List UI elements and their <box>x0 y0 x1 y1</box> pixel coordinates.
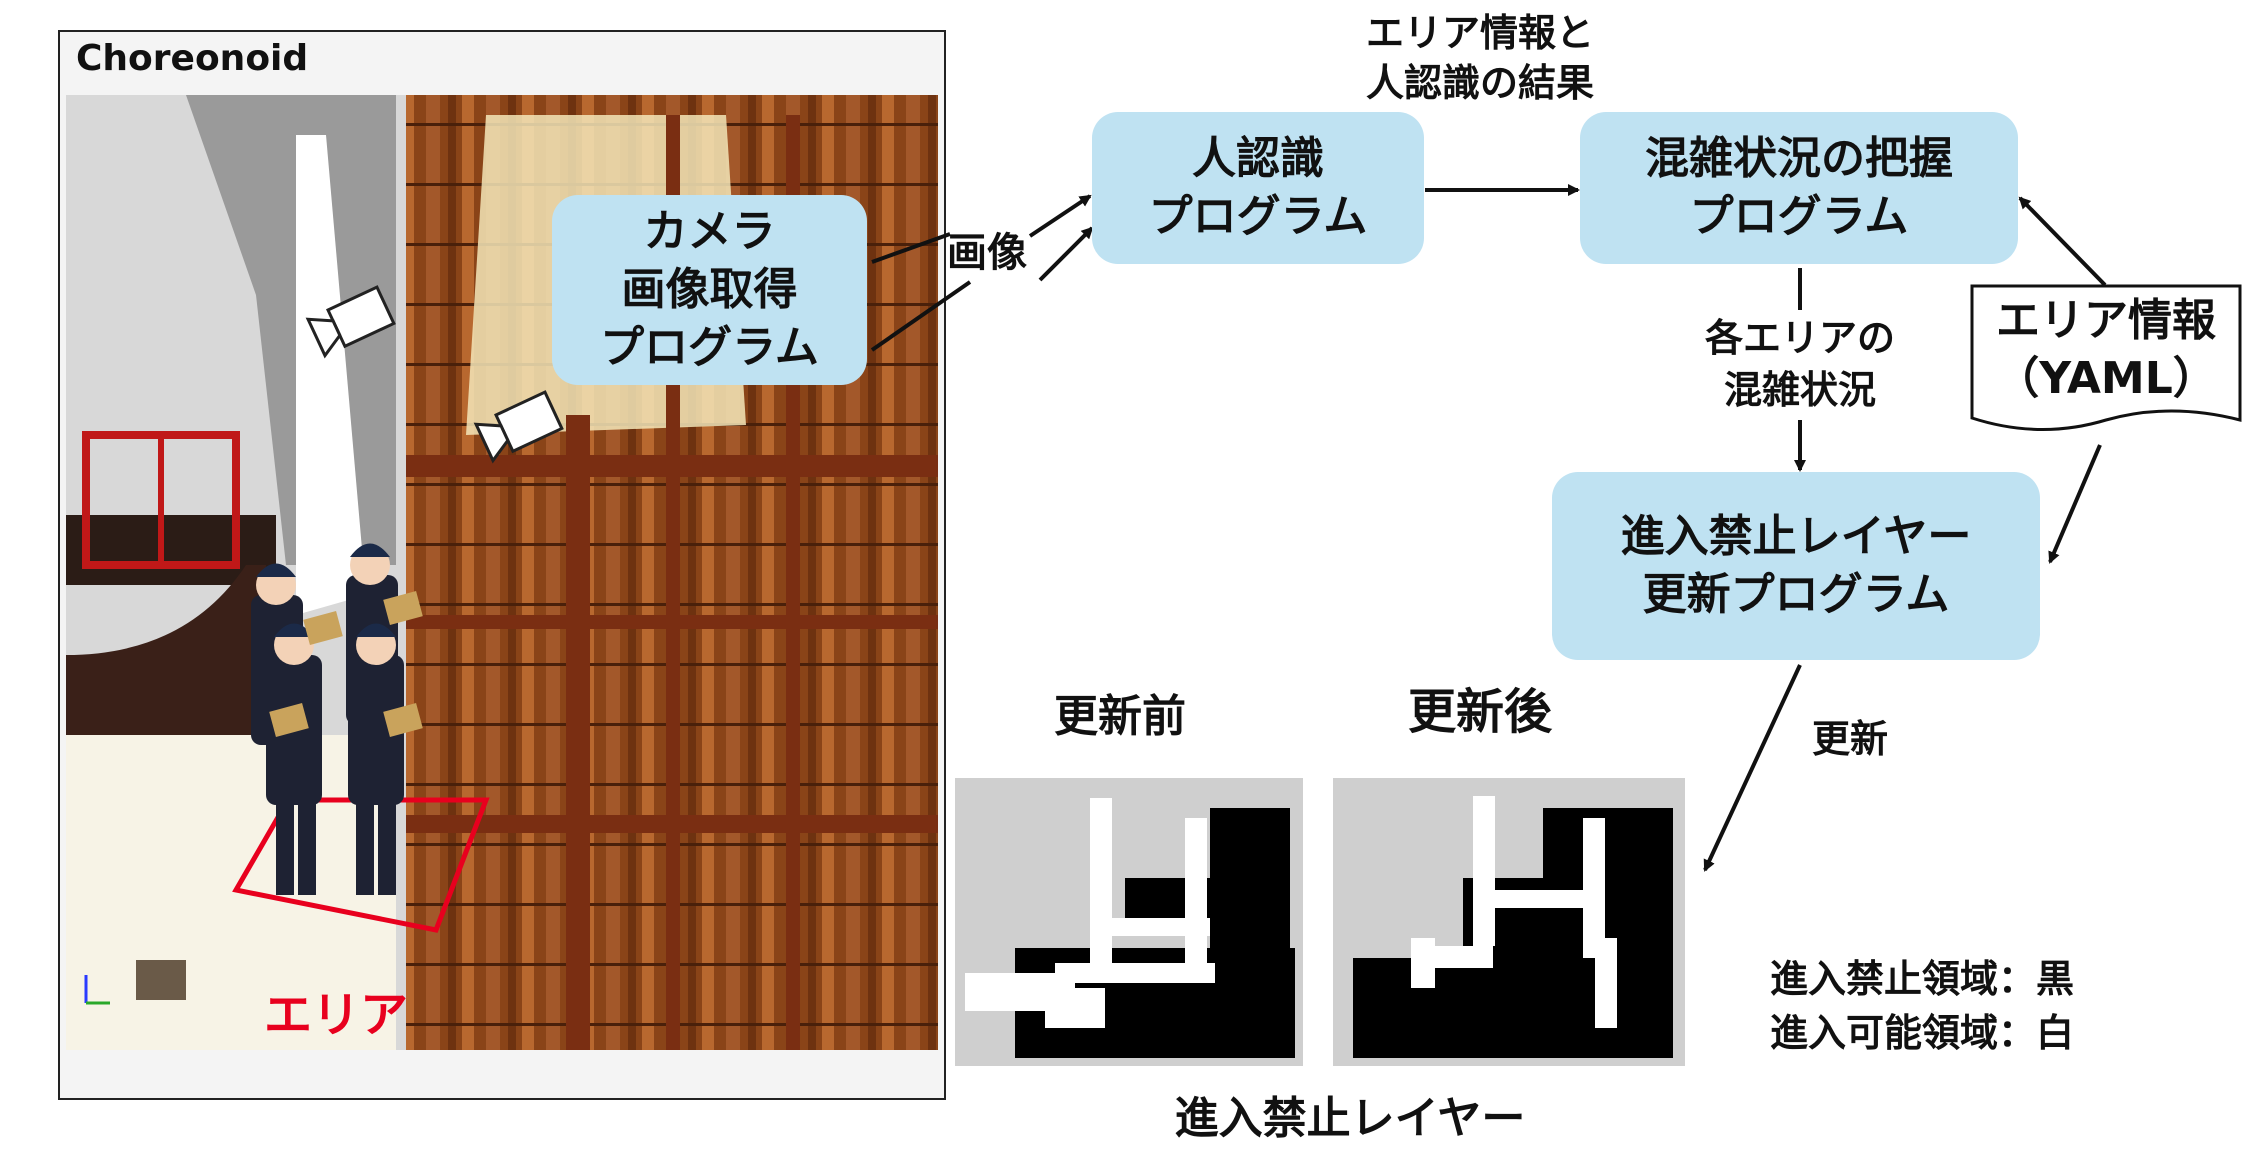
before-map-label: 更新前 <box>1054 691 1186 742</box>
congestion-program-node: 混雑状況の把握 プログラム <box>1580 112 2018 264</box>
image-edge-label: 画像 <box>947 230 1027 276</box>
arrow-camera-image-top <box>871 232 951 264</box>
before-map <box>955 778 1303 1066</box>
arrow-image-to-recognition-1 <box>1028 194 1092 238</box>
yaml-document-label: エリア情報 （YAML） <box>1995 295 2217 404</box>
before-map-image <box>965 798 1295 1058</box>
area-label: エリア <box>263 987 408 1043</box>
arrow-camera-image-bottom <box>870 280 972 352</box>
camera-image-program-node: カメラ 画像取得 プログラム <box>552 195 867 385</box>
arrow-image-to-recognition-2 <box>1038 226 1094 282</box>
after-map <box>1333 778 1685 1066</box>
legend-allowed: 進入可能領域：白 <box>1770 1011 2075 1055</box>
window-title: Choreonoid <box>76 38 309 79</box>
layer-caption: 進入禁止レイヤー <box>1174 1093 1526 1144</box>
arrow-doc-to-congestion <box>2018 196 2107 287</box>
layer-update-program-node: 進入禁止レイヤー 更新プログラム <box>1552 472 2040 660</box>
legend-forbidden: 進入禁止領域：黒 <box>1770 957 2075 1001</box>
arrow-doc-to-layer-update <box>2048 444 2102 564</box>
after-map-label: 更新後 <box>1407 684 1552 740</box>
area-info-result-label: エリア情報と 人認識の結果 <box>1365 11 1594 105</box>
after-map-image <box>1353 796 1673 1058</box>
recognition-program-node: 人認識 プログラム <box>1092 112 1424 264</box>
arrow-update-to-after-map <box>1703 664 1802 872</box>
yaml-document-shape <box>1970 284 2242 431</box>
update-edge-label: 更新 <box>1811 717 1888 761</box>
area-congestion-label: 各エリアの 混雑状況 <box>1704 316 1895 412</box>
